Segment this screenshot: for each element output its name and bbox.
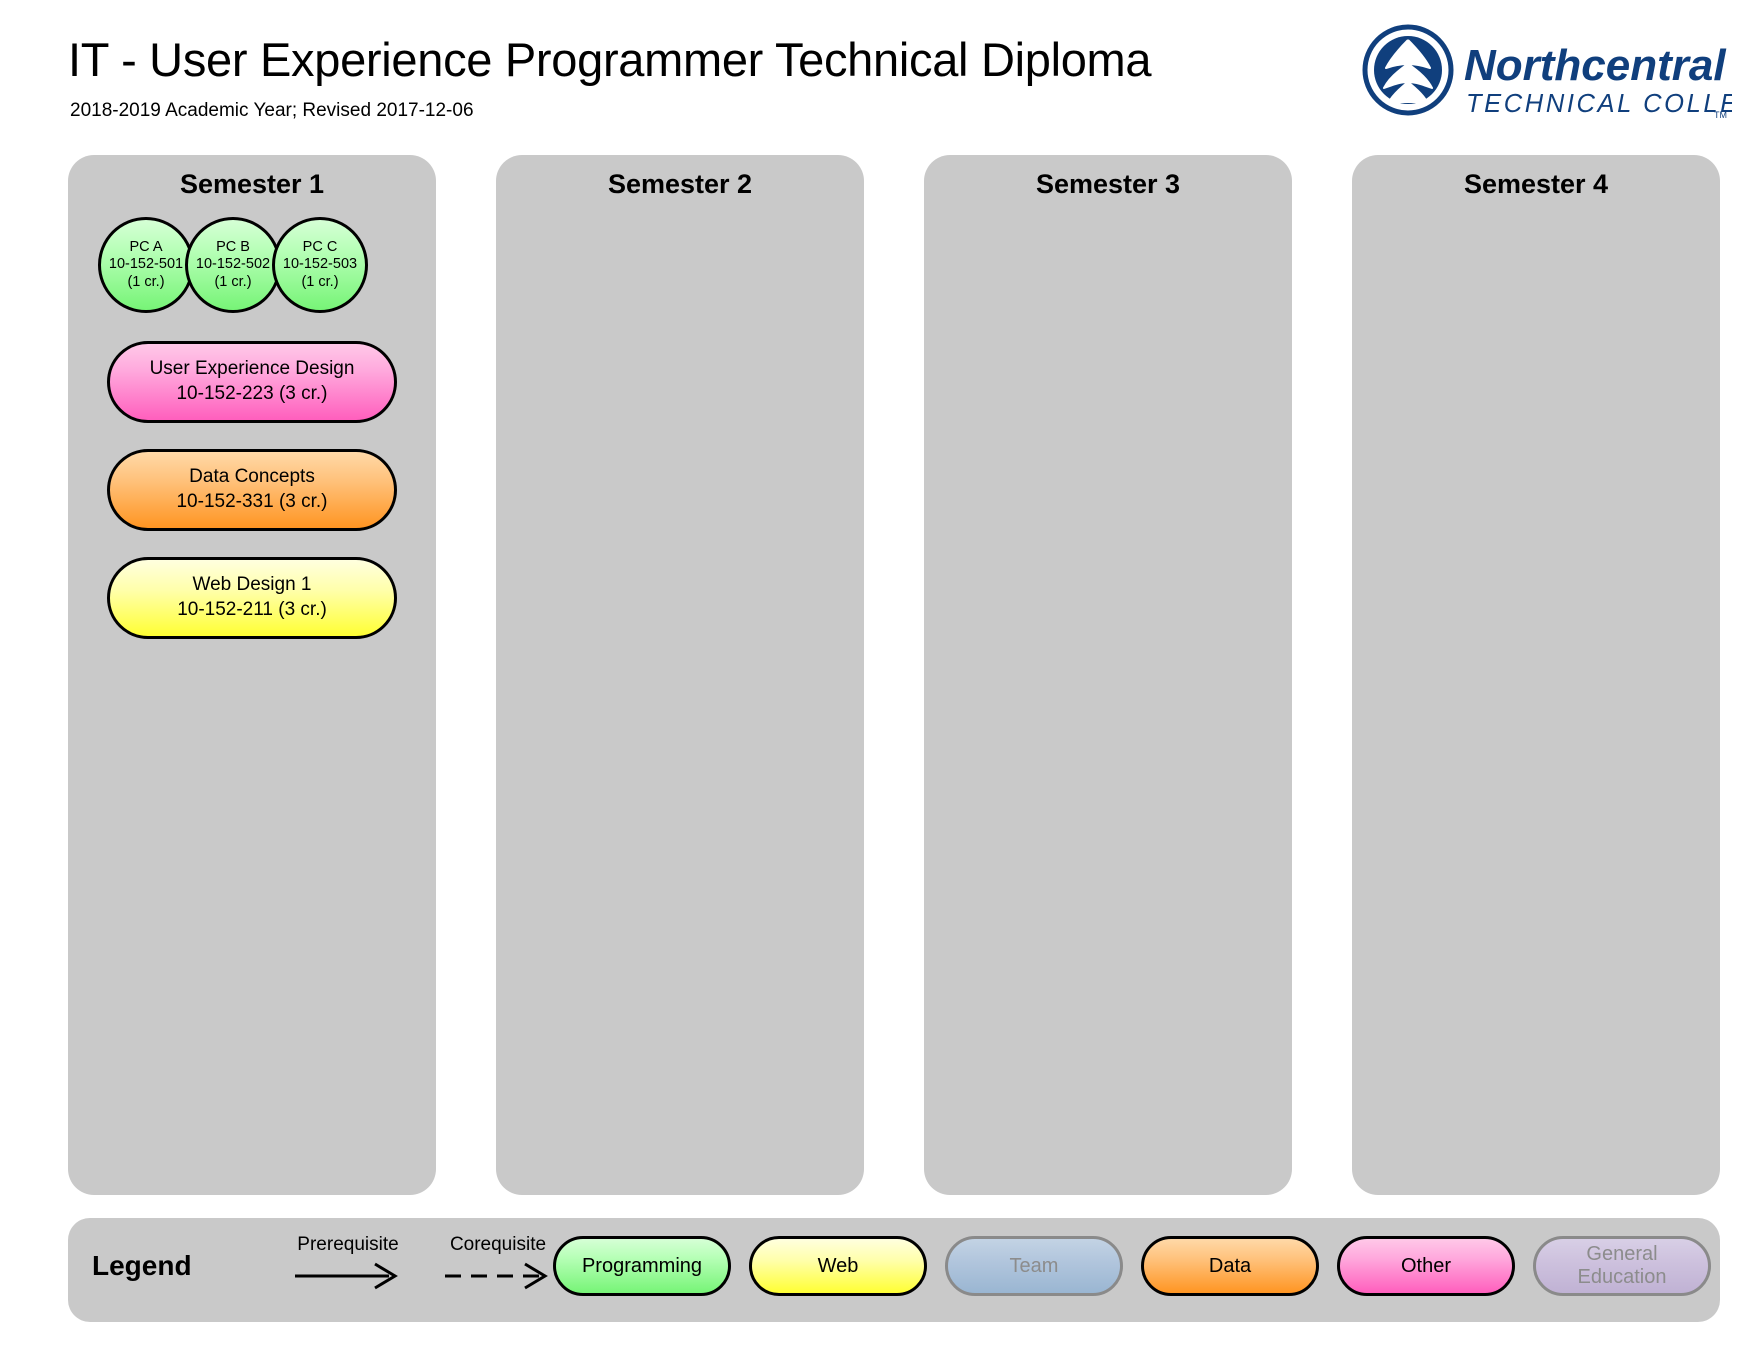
legend-pill-label: Data [1208, 1254, 1252, 1277]
legend-title: Legend [92, 1250, 192, 1281]
semester-column-1: Semester 1 PC A 10-152-501 (1 cr.) PC B … [68, 155, 436, 1195]
legend-category-pills: Programming Web Team Data Other General … [553, 1236, 1711, 1306]
legend-pill-label: Other [1400, 1254, 1452, 1277]
semester-columns: Semester 1 PC A 10-152-501 (1 cr.) PC B … [0, 155, 1760, 1195]
course-node-user-experience-design[interactable]: User Experience Design 10-152-223 (3 cr.… [107, 341, 397, 423]
course-name: PC A [129, 239, 163, 256]
legend-pill-label: General Education [1577, 1243, 1667, 1288]
semester-column-4: Semester 4 [1352, 155, 1720, 1195]
solid-arrow-icon [295, 1262, 398, 1290]
course-code: 10-152-501 [108, 256, 184, 273]
legend-pill-web[interactable]: Web [749, 1236, 927, 1296]
course-name: Data Concepts [189, 466, 315, 488]
course-code-credits: 10-152-331 (3 cr.) [176, 491, 328, 512]
legend-corequisite: Corequisite [423, 1234, 573, 1290]
course-node-pc-a[interactable]: PC A 10-152-501 (1 cr.) [98, 217, 194, 313]
logo-tagline: TECHNICAL COLLEGE [1466, 90, 1732, 118]
legend-pill-general-education[interactable]: General Education [1533, 1236, 1711, 1296]
legend-pill-data[interactable]: Data [1141, 1236, 1319, 1296]
semester-column-2: Semester 2 [496, 155, 864, 1195]
page-title: IT - User Experience Programmer Technica… [68, 33, 1152, 86]
legend-pill-programming[interactable]: Programming [553, 1236, 731, 1296]
logo-wordmark: Northcentral [1464, 41, 1726, 90]
legend-panel: Legend Prerequisite Corequisite Programm… [68, 1218, 1720, 1322]
course-name: PC B [216, 239, 250, 256]
course-name: Web Design 1 [192, 574, 312, 596]
course-code: 10-152-502 [195, 256, 271, 273]
course-credits: (1 cr.) [301, 273, 339, 290]
logo-trademark-icon: TM [1714, 110, 1727, 120]
semester-title: Semester 4 [1463, 169, 1609, 199]
semester-1-course-stack: PC A 10-152-501 (1 cr.) PC B 10-152-502 … [68, 217, 436, 665]
legend-prerequisite: Prerequisite [273, 1234, 423, 1290]
course-credits: (1 cr.) [127, 273, 165, 290]
course-code-credits: 10-152-211 (3 cr.) [177, 599, 327, 620]
semester-title: Semester 3 [1035, 169, 1181, 199]
legend-prerequisite-label: Prerequisite [297, 1234, 399, 1255]
page-subtitle: 2018-2019 Academic Year; Revised 2017-12… [70, 100, 474, 121]
legend-pill-label: Web [817, 1254, 859, 1277]
legend-pill-team[interactable]: Team [945, 1236, 1123, 1296]
course-code: 10-152-503 [282, 256, 358, 273]
northcentral-technical-college-logo: Northcentral TECHNICAL COLLEGE TM [1362, 22, 1760, 122]
prep-course-row: PC A 10-152-501 (1 cr.) PC B 10-152-502 … [68, 217, 436, 321]
semester-title: Semester 1 [179, 169, 325, 199]
course-node-pc-c[interactable]: PC C 10-152-503 (1 cr.) [272, 217, 368, 313]
course-code-credits: 10-152-223 (3 cr.) [176, 383, 328, 404]
legend-pill-label: Team [1009, 1254, 1059, 1277]
course-node-data-concepts[interactable]: Data Concepts 10-152-331 (3 cr.) [107, 449, 397, 531]
course-node-web-design-1[interactable]: Web Design 1 10-152-211 (3 cr.) [107, 557, 397, 639]
legend-pill-other[interactable]: Other [1337, 1236, 1515, 1296]
course-node-pc-b[interactable]: PC B 10-152-502 (1 cr.) [185, 217, 281, 313]
semester-column-3: Semester 3 [924, 155, 1292, 1195]
semester-title: Semester 2 [607, 169, 753, 199]
course-name: User Experience Design [149, 358, 355, 380]
dashed-arrow-icon [445, 1262, 548, 1290]
legend-pill-label: Programming [581, 1254, 703, 1277]
logo-pine-tree-roundel-icon [1362, 24, 1454, 116]
course-name: PC C [302, 239, 338, 256]
legend-corequisite-label: Corequisite [449, 1234, 547, 1255]
course-credits: (1 cr.) [214, 273, 252, 290]
page-header: IT - User Experience Programmer Technica… [0, 0, 1760, 140]
